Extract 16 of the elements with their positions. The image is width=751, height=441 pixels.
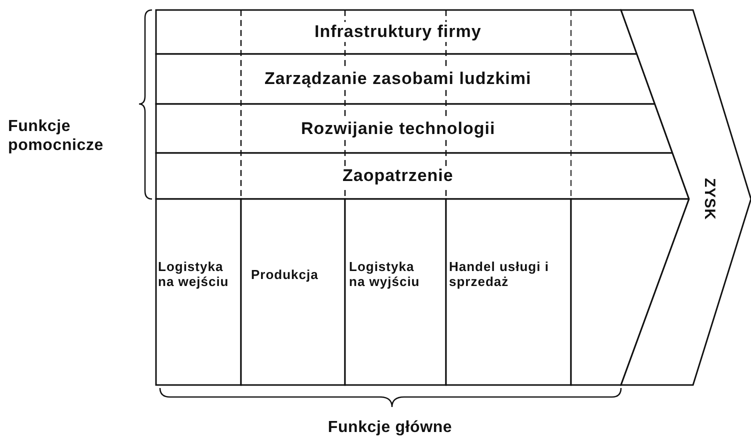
group-label: Funkcje główne [326,418,454,438]
support-activity-band [156,153,689,199]
activity-label: Zarządzanie zasobami ludzkimi [264,69,532,89]
activity-label: Zaopatrzenie [342,166,454,186]
group-label: Funkcje pomocnicze [8,117,104,156]
primary-activity-column [571,199,689,385]
support-activity-band [156,54,655,104]
primary-activity-column [156,199,241,385]
support-activity-band [156,10,637,54]
activity-label: Infrastruktury firmy [314,22,482,42]
primary-activity-column [345,199,446,385]
activity-label: Rozwijanie technologii [301,118,496,138]
margin-label: ZYSK [700,178,718,220]
support-activity-band [156,104,672,153]
primary-activity-column [241,199,345,385]
primary-activity-column [446,199,571,385]
